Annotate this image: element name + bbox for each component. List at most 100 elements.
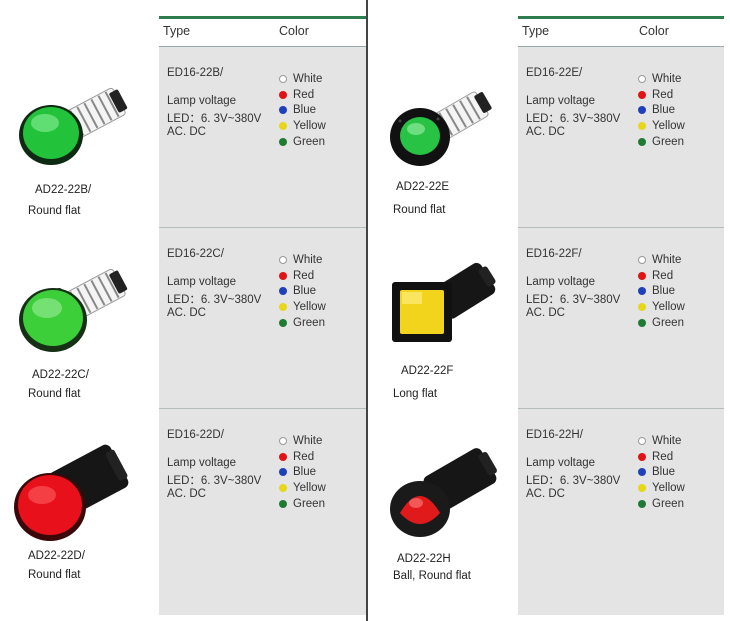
shape-label: Round flat xyxy=(28,205,81,217)
lamp-voltage-label: Lamp voltage xyxy=(167,95,237,107)
product-row: AD22-22D/ Round flat ED16-22D/ Lamp volt… xyxy=(0,409,366,615)
white-dot-icon xyxy=(638,255,646,264)
yellow-dot-icon xyxy=(279,303,287,312)
header-color: Color xyxy=(279,24,309,38)
white-dot-icon xyxy=(638,436,646,445)
color-item: Green xyxy=(279,134,326,150)
blue-dot-icon xyxy=(279,106,287,115)
green-round-flat-pilot-lamp-icon xyxy=(386,73,501,183)
color-item: Green xyxy=(638,496,685,512)
voltage-range: LED：6. 3V~380V xyxy=(167,294,262,306)
red-dot-icon xyxy=(638,90,646,99)
type-code: ED16-22B/ xyxy=(167,67,224,79)
center-divider xyxy=(366,0,368,621)
color-item: Blue xyxy=(638,465,685,481)
voltage-range: LED：6. 3V~380V xyxy=(526,475,621,487)
color-item: White xyxy=(279,433,326,449)
spec-cell: ED16-22E/ Lamp voltage LED：6. 3V~380V AC… xyxy=(518,47,724,228)
color-item: Yellow xyxy=(638,480,685,496)
product-row: AD22-22B/ Round flat ED16-22B/ Lamp volt… xyxy=(0,47,366,229)
product-row: AD22-22H Ball, Round flat ED16-22H/ Lamp… xyxy=(368,409,730,615)
lamp-voltage-label: Lamp voltage xyxy=(526,276,596,288)
color-item: Red xyxy=(638,87,685,103)
color-item: Blue xyxy=(279,103,326,119)
color-item: White xyxy=(638,433,685,449)
model-label: AD22-22D/ xyxy=(28,550,85,562)
yellow-dot-icon xyxy=(638,303,646,312)
shape-label: Round flat xyxy=(28,569,81,581)
current-type: AC. DC xyxy=(167,307,206,319)
green-round-flat-pilot-lamp-icon xyxy=(15,250,135,365)
voltage-range: LED：6. 3V~380V xyxy=(526,113,621,125)
blue-dot-icon xyxy=(638,287,646,296)
voltage-range: LED：6. 3V~380V xyxy=(167,475,262,487)
white-dot-icon xyxy=(638,74,646,83)
color-item: Yellow xyxy=(638,118,685,134)
color-item: Yellow xyxy=(638,299,685,315)
header-type: Type xyxy=(522,24,550,38)
spec-cell: ED16-22H/ Lamp voltage LED：6. 3V~380V AC… xyxy=(518,409,724,615)
color-item: White xyxy=(638,71,685,87)
model-label: AD22-22B/ xyxy=(35,184,92,196)
shape-label: Round flat xyxy=(28,388,81,400)
color-list: White Red Blue Yellow Green xyxy=(279,433,326,512)
color-item: Yellow xyxy=(279,480,326,496)
shape-label: Long flat xyxy=(393,388,438,400)
type-code: ED16-22F/ xyxy=(526,248,582,260)
red-round-flat-pilot-lamp-icon xyxy=(10,435,135,550)
spec-cell: ED16-22C/ Lamp voltage LED：6. 3V~380V AC… xyxy=(159,228,366,409)
type-code: ED16-22H/ xyxy=(526,429,583,441)
white-dot-icon xyxy=(279,74,287,83)
yellow-dot-icon xyxy=(638,122,646,131)
white-dot-icon xyxy=(279,436,287,445)
color-list: White Red Blue Yellow Green xyxy=(279,71,326,150)
shape-label: Ball, Round flat xyxy=(393,570,471,582)
green-round-flat-pilot-lamp-icon xyxy=(15,69,135,184)
header-color: Color xyxy=(639,24,669,38)
type-code: ED16-22C/ xyxy=(167,248,224,260)
model-label: AD22-22C/ xyxy=(32,369,89,381)
product-row: AD22-22E Round flat ED16-22E/ Lamp volta… xyxy=(368,47,730,229)
color-list: White Red Blue Yellow Green xyxy=(638,433,685,512)
color-item: Blue xyxy=(638,103,685,119)
color-item: Green xyxy=(279,496,326,512)
color-item: Green xyxy=(638,315,685,331)
lamp-voltage-label: Lamp voltage xyxy=(167,276,237,288)
shape-label: Round flat xyxy=(393,204,446,216)
blue-dot-icon xyxy=(638,468,646,477)
right-column: Type Color AD22-22E xyxy=(368,0,730,621)
blue-dot-icon xyxy=(279,468,287,477)
type-code: ED16-22D/ xyxy=(167,429,224,441)
header-type: Type xyxy=(163,24,191,38)
color-item: Yellow xyxy=(279,118,326,134)
table-header: Type Color xyxy=(518,16,724,47)
current-type: AC. DC xyxy=(167,488,206,500)
color-item: Red xyxy=(279,449,326,465)
color-item: White xyxy=(638,252,685,268)
red-dot-icon xyxy=(279,271,287,280)
current-type: AC. DC xyxy=(526,126,565,138)
table-header: Type Color xyxy=(159,16,366,47)
color-item: Blue xyxy=(279,465,326,481)
model-label: AD22-22E xyxy=(396,181,450,193)
spec-cell: ED16-22B/ Lamp voltage LED：6. 3V~380V AC… xyxy=(159,47,366,228)
left-column: Type Color AD22-22B xyxy=(0,16,366,615)
color-item: White xyxy=(279,71,326,87)
color-list: White Red Blue Yellow Green xyxy=(638,71,685,150)
voltage-range: LED：6. 3V~380V xyxy=(526,294,621,306)
red-dot-icon xyxy=(638,452,646,461)
green-dot-icon xyxy=(279,500,287,509)
current-type: AC. DC xyxy=(526,488,565,500)
red-dot-icon xyxy=(638,271,646,280)
model-label: AD22-22F xyxy=(401,365,454,377)
white-dot-icon xyxy=(279,255,287,264)
color-item: Red xyxy=(279,87,326,103)
red-dot-icon xyxy=(279,90,287,99)
color-item: Blue xyxy=(638,284,685,300)
lamp-voltage-label: Lamp voltage xyxy=(526,95,596,107)
product-row: AD22-22F Long flat ED16-22F/ Lamp voltag… xyxy=(368,228,730,410)
green-dot-icon xyxy=(638,500,646,509)
green-dot-icon xyxy=(279,319,287,328)
current-type: AC. DC xyxy=(526,307,565,319)
lamp-voltage-label: Lamp voltage xyxy=(167,457,237,469)
